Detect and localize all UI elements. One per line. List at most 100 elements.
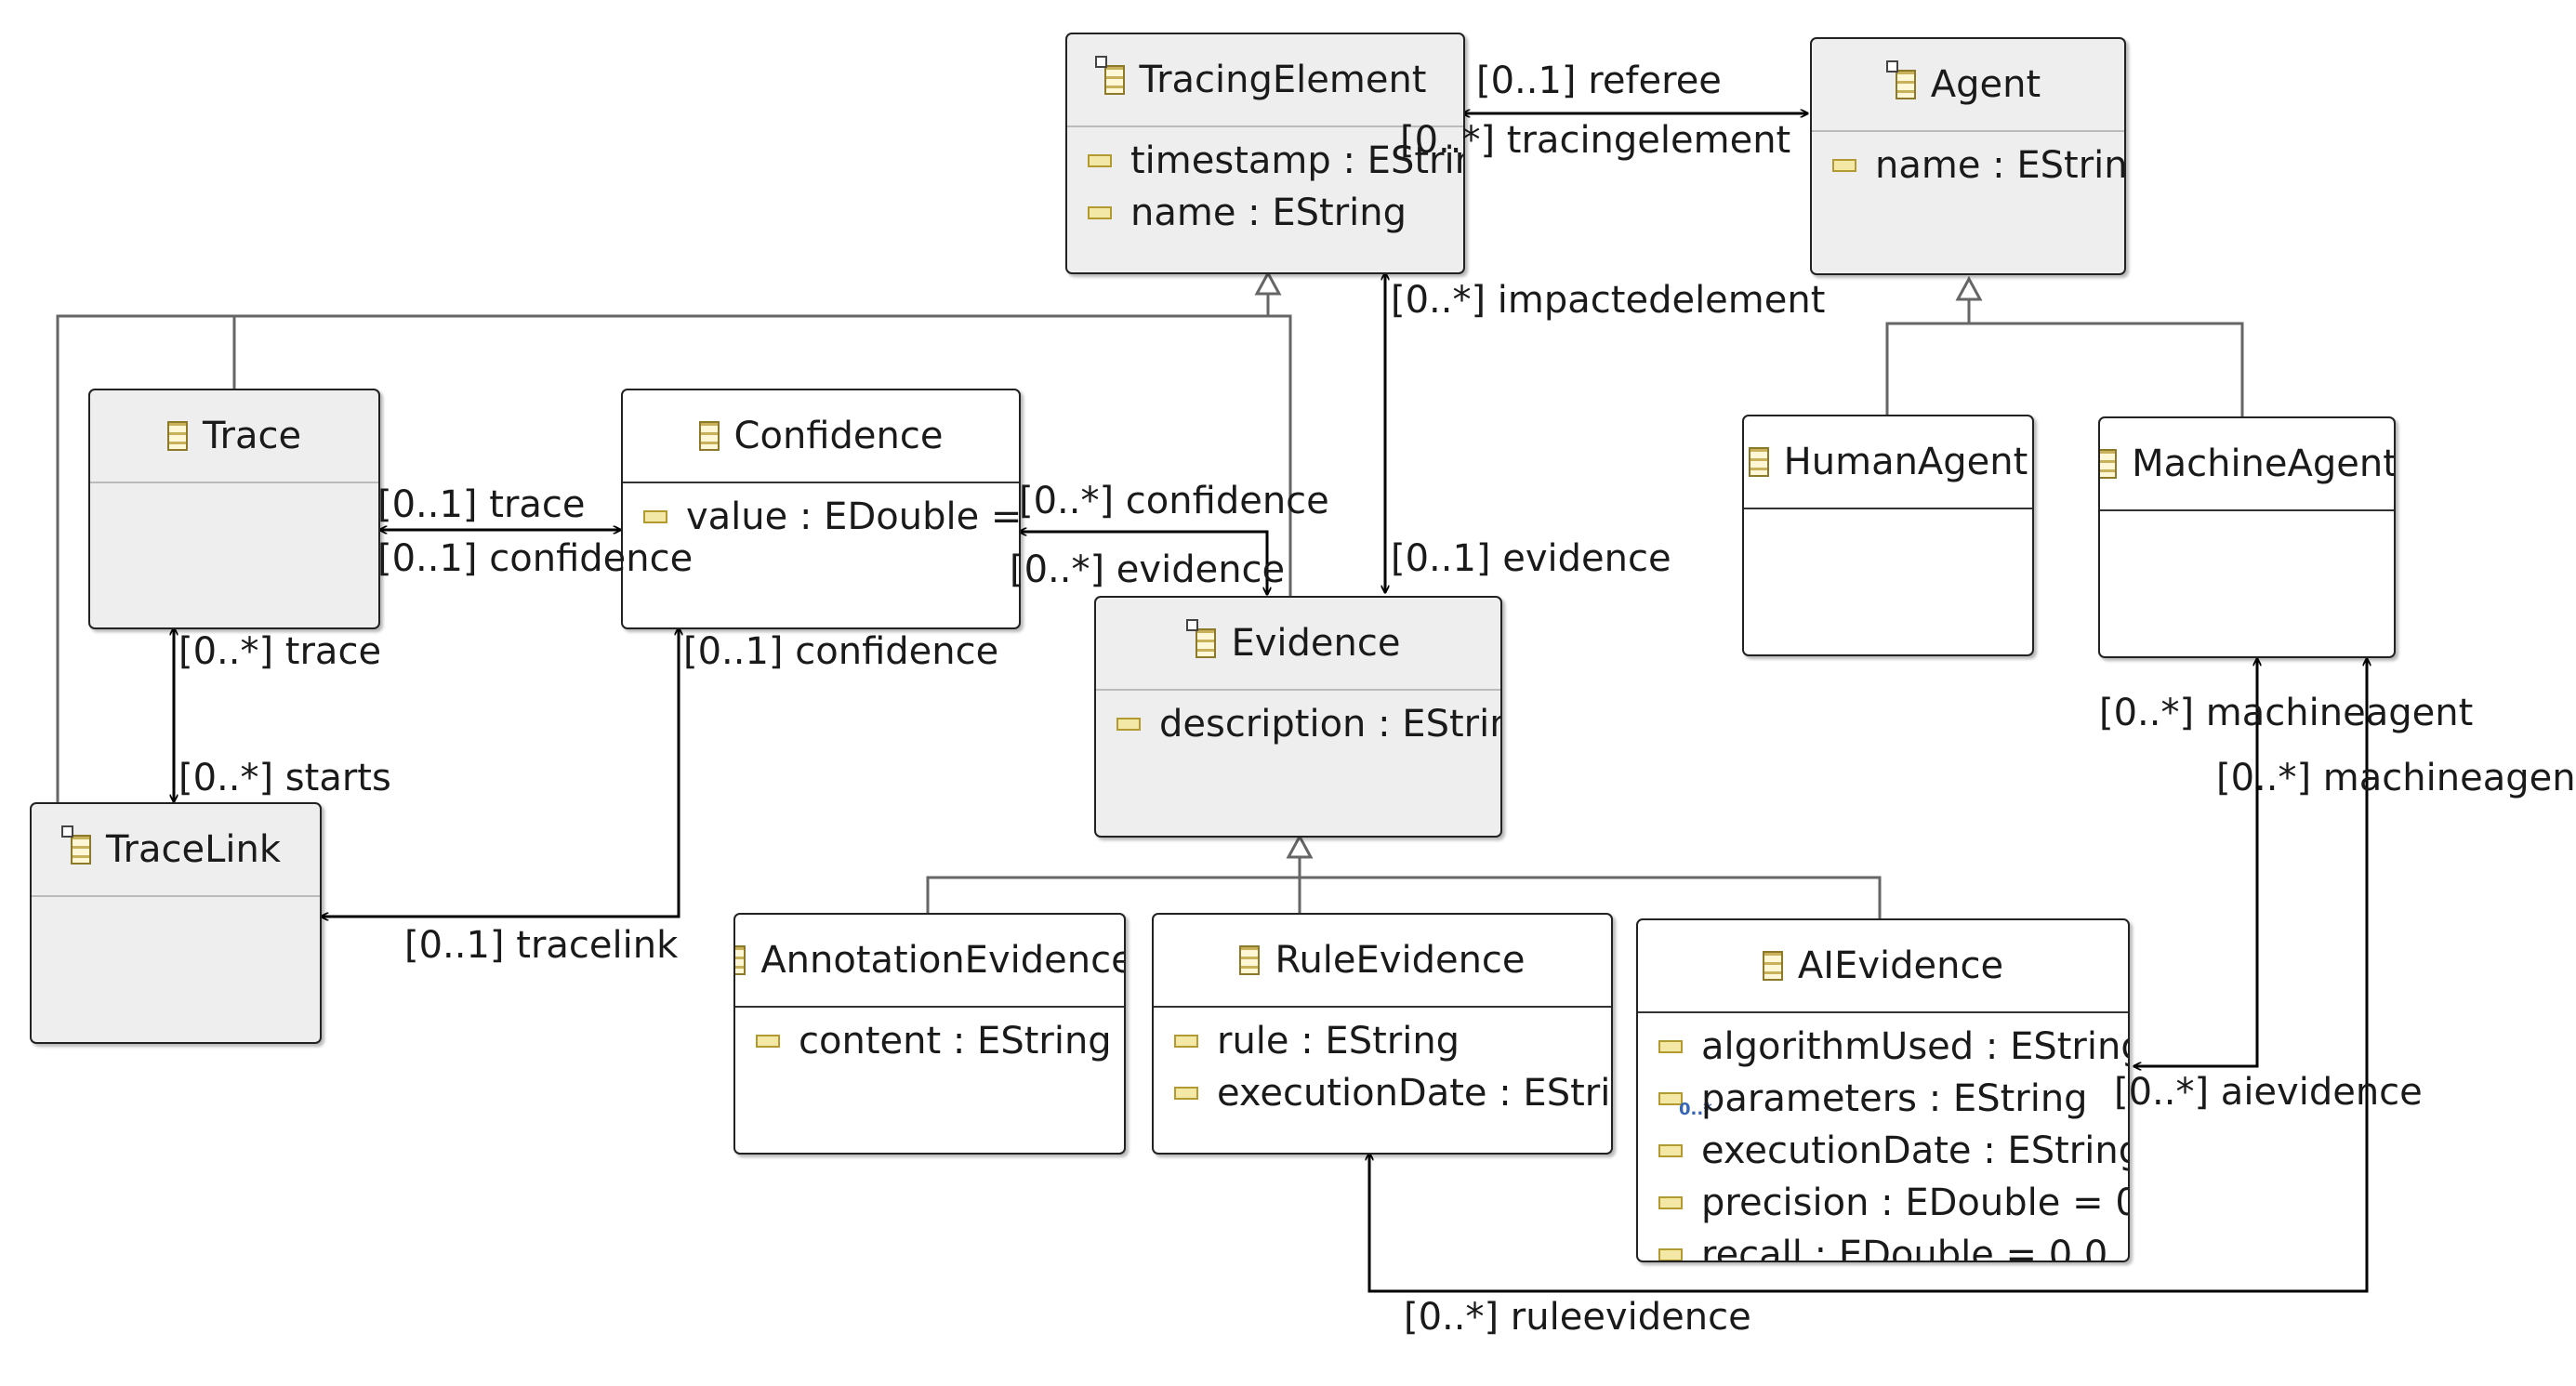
gen-trace — [232, 284, 1270, 389]
class-icon — [698, 421, 720, 451]
attribute-icon — [1658, 1144, 1683, 1157]
abstract-class-icon — [60, 825, 91, 865]
attribute-icon — [1658, 1248, 1683, 1261]
class-icon — [166, 421, 188, 451]
attribute-label: parameters : EString — [1701, 1077, 2088, 1120]
class-annotationevidence[interactable]: AnnotationEvidence content : EString — [733, 913, 1126, 1155]
attribute-icon — [1658, 1092, 1683, 1105]
gen-machineagent — [1969, 322, 2244, 416]
edge-label-confidence-evidence: [0..*] evidence — [1010, 548, 1286, 591]
edge-label-starts: [0..*] starts — [178, 757, 391, 799]
class-agent[interactable]: Agent name : EString — [1810, 37, 2126, 275]
attribute-label: description : EString — [1159, 703, 1502, 746]
gen-annotationevidence — [926, 857, 1301, 913]
class-trace[interactable]: Trace — [88, 389, 380, 629]
class-agent-name: Agent — [1930, 63, 2041, 106]
attribute[interactable]: algorithmUsed : EString — [1638, 1021, 2128, 1073]
class-confidence[interactable]: Confidence value : EDouble = 1 — [621, 389, 1021, 629]
class-tracingelement-header: TracingElement — [1067, 34, 1463, 127]
attribute[interactable]: 0..*parameters : EString — [1638, 1073, 2128, 1125]
class-machineagent-header: MachineAgent — [2100, 418, 2394, 511]
class-confidence-name: Confidence — [733, 415, 944, 457]
attribute-icon — [1658, 1196, 1683, 1209]
attribute-label: name : EString — [1875, 144, 2126, 187]
class-trace-name: Trace — [202, 415, 302, 457]
attribute-label: timestamp : EString — [1130, 139, 1465, 182]
edge-label-evidence-confidence: [0..*] confidence — [1019, 480, 1329, 522]
gen-evidence — [1268, 314, 1292, 597]
attribute-icon — [1832, 159, 1856, 172]
edge-label-trace-confidence: [0..1] confidence — [377, 537, 694, 580]
abstract-class-icon — [1885, 60, 1916, 99]
attribute-label: name : EString — [1130, 191, 1407, 234]
attribute-icon — [1116, 718, 1141, 731]
gen-tracingelement-head — [1254, 270, 1282, 296]
class-tracelink[interactable]: TraceLink — [30, 802, 322, 1044]
class-annotationevidence-header: AnnotationEvidence — [735, 915, 1124, 1008]
attribute[interactable]: precision : EDouble = 0.0 — [1638, 1177, 2128, 1229]
edge-label-tracelink: [0..1] tracelink — [404, 924, 679, 967]
attribute[interactable]: name : EString — [1067, 187, 1463, 239]
attribute[interactable]: content : EString — [735, 1015, 1124, 1067]
class-tracingelement-name: TracingElement — [1139, 59, 1427, 101]
abstract-class-icon — [1186, 619, 1217, 658]
abstract-class-icon — [1094, 56, 1125, 95]
attribute-label: content : EString — [799, 1020, 1112, 1063]
class-icon — [1748, 447, 1769, 477]
attribute-label: value : EDouble = 1 — [686, 495, 1021, 538]
attribute[interactable]: rule : EString — [1154, 1015, 1611, 1067]
edge-label-referee: [0..1] referee — [1476, 59, 1722, 102]
attribute-icon — [1658, 1040, 1683, 1053]
class-machineagent-name: MachineAgent — [2132, 442, 2396, 485]
multiplicity-marker: 0..* — [1679, 1099, 1712, 1119]
class-evidence[interactable]: Evidence description : EString — [1094, 596, 1502, 838]
class-icon — [1762, 951, 1783, 981]
class-annotationevidence-name: AnnotationEvidence — [760, 939, 1126, 982]
attribute[interactable]: recall : EDouble = 0.0 — [1638, 1229, 2128, 1262]
attribute-icon — [756, 1035, 780, 1048]
attribute-label: rule : EString — [1217, 1020, 1460, 1063]
class-ruleevidence-name: RuleEvidence — [1275, 939, 1526, 982]
class-machineagent[interactable]: MachineAgent — [2098, 416, 2396, 658]
attribute-icon — [1088, 206, 1112, 219]
class-tracelink-header: TraceLink — [32, 804, 320, 897]
edge-label-rule-machineagent: [0..*] machineagent — [2216, 757, 2576, 799]
gen-tracelink — [56, 314, 234, 802]
class-tracingelement[interactable]: TracingElement timestamp : EString name … — [1065, 33, 1465, 274]
edge-label-tracingelement: [0..*] tracingelement — [1400, 119, 1791, 162]
edge-label-trace: [0..1] trace — [377, 483, 586, 526]
attribute-icon — [643, 510, 667, 523]
class-ruleevidence[interactable]: RuleEvidence rule : EString executionDat… — [1152, 913, 1613, 1155]
ref-confidence-evidence — [1019, 532, 1267, 595]
edge-label-link-confidence: [0..1] confidence — [683, 630, 999, 673]
class-tracelink-name: TraceLink — [105, 828, 282, 871]
attribute[interactable]: executionDate : EString — [1154, 1067, 1611, 1119]
attribute[interactable]: executionDate : EString — [1638, 1125, 2128, 1177]
references — [174, 113, 2367, 1293]
class-ruleevidence-header: RuleEvidence — [1154, 915, 1611, 1008]
ref-rule-machineagent — [1369, 658, 2367, 1293]
edge-label-tracelink-trace: [0..*] trace — [178, 630, 382, 673]
attribute-icon — [1174, 1087, 1198, 1100]
gen-humanagent — [1885, 300, 1971, 415]
edge-label-impactedelement: [0..*] impactedelement — [1391, 279, 1826, 322]
attribute-label: precision : EDouble = 0.0 — [1701, 1181, 2130, 1224]
class-aievidence-header: AIEvidence — [1638, 920, 2128, 1013]
attribute-icon — [1088, 154, 1112, 167]
class-agent-header: Agent — [1812, 39, 2124, 132]
class-humanagent[interactable]: HumanAgent — [1742, 415, 2034, 656]
class-humanagent-header: HumanAgent — [1744, 416, 2032, 509]
edge-label-tracing-evidence: [0..1] evidence — [1391, 537, 1671, 580]
attribute-label: recall : EDouble = 0.0 — [1701, 1234, 2108, 1262]
attribute[interactable]: description : EString — [1096, 698, 1500, 750]
attribute[interactable]: name : EString — [1812, 139, 2124, 191]
attribute[interactable]: value : EDouble = 1 — [623, 491, 1019, 543]
edge-label-ruleevidence: [0..*] ruleevidence — [1404, 1296, 1751, 1339]
class-aievidence-name: AIEvidence — [1797, 944, 2004, 987]
class-aievidence[interactable]: AIEvidence algorithmUsed : EString 0..*p… — [1636, 918, 2130, 1262]
class-evidence-name: Evidence — [1231, 622, 1401, 665]
gen-evidence-head — [1286, 833, 1314, 859]
class-evidence-header: Evidence — [1096, 598, 1500, 691]
attribute[interactable]: timestamp : EString — [1067, 135, 1463, 187]
